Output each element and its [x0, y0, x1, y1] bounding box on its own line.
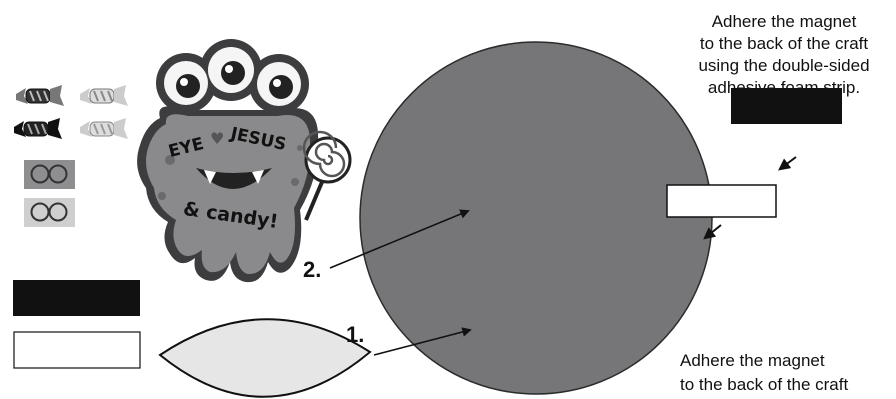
black-magnet-strip-left	[13, 280, 140, 316]
lens-shape	[158, 318, 372, 398]
instruction-top: Adhere the magnet to the back of the cra…	[698, 12, 870, 97]
craft-circle	[359, 41, 713, 395]
black-magnet-strip-right	[731, 88, 842, 124]
white-foam-strip-left	[13, 331, 141, 369]
step-2-label: 2.	[303, 257, 322, 282]
step-1-label: 1.	[346, 322, 365, 347]
magnet-arrow-2	[703, 224, 722, 240]
step-1-arrow	[373, 327, 472, 356]
candy-pieces	[14, 85, 128, 139]
glasses-tile-light	[24, 198, 75, 227]
monster-heart: ♥	[210, 129, 224, 148]
magnet-arrow-1	[778, 156, 797, 171]
instruction-bottom-line-2: to the back of the craft	[680, 375, 849, 394]
white-foam-strip-right	[666, 184, 777, 218]
step-2-arrow	[329, 209, 470, 269]
instruction-bottom-line-1: Adhere the magnet	[680, 351, 825, 370]
glasses-tile-dark	[24, 160, 75, 189]
monster-illustration	[137, 39, 352, 283]
